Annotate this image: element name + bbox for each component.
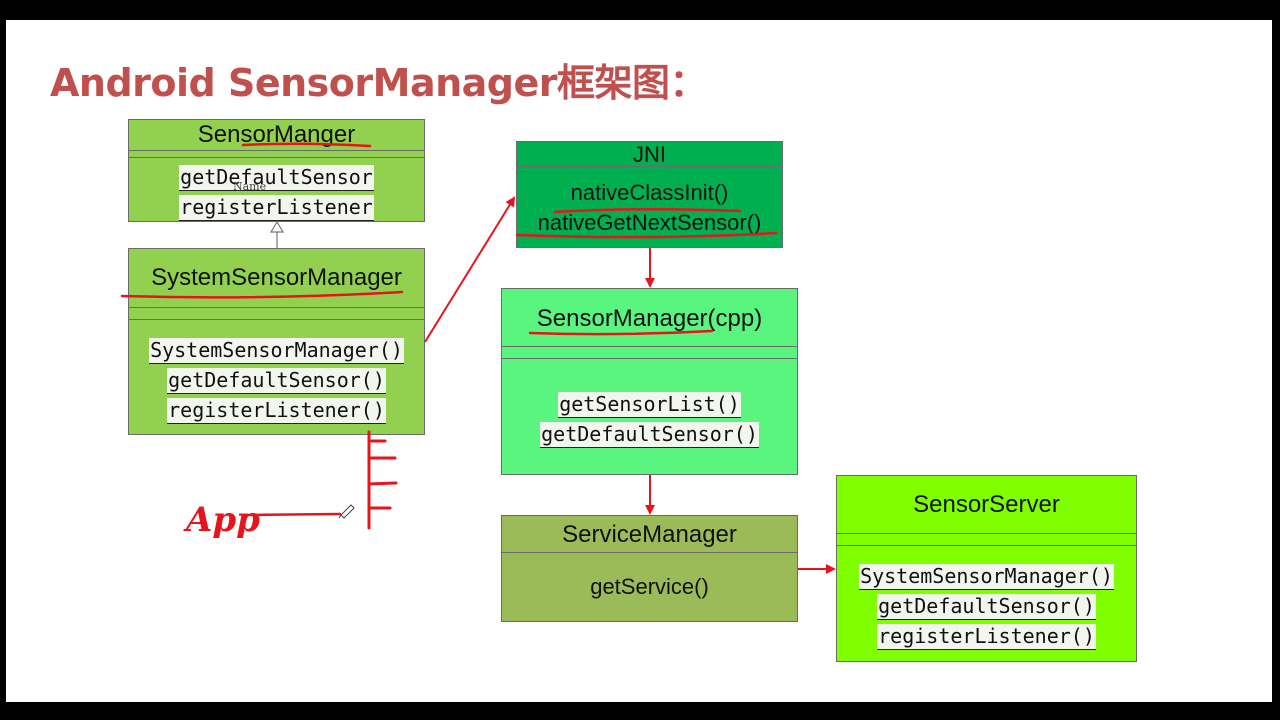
class-name: ServiceManager bbox=[562, 521, 737, 548]
method-register-listener: registerListener() bbox=[877, 624, 1096, 650]
handwritten-connector bbox=[245, 512, 342, 517]
method-get-default-sensor: getDefaultSensor() bbox=[540, 422, 759, 448]
method-get-default-sensor: getDefaultSensor() bbox=[877, 594, 1096, 620]
method-native-class-init: nativeClassInit() bbox=[570, 180, 729, 205]
class-name: SystemSensorManager bbox=[151, 264, 402, 291]
class-box-jni: JNI nativeClassInit() nativeGetNextSenso… bbox=[516, 141, 783, 248]
pen-cursor-icon bbox=[338, 504, 355, 519]
method-system-sensor-manager: SystemSensorManager() bbox=[149, 338, 404, 364]
method-get-sensor-list: getSensorList() bbox=[558, 392, 741, 418]
inheritance-arrow bbox=[269, 220, 285, 248]
handwritten-underlines bbox=[120, 142, 778, 336]
page-title: Android SensorManager框架图： bbox=[50, 61, 708, 105]
method-register-listener: registerListener() bbox=[167, 398, 386, 424]
class-box-sensormanager-cpp: SensorManager(cpp) getSensorList() getDe… bbox=[501, 288, 798, 475]
method-get-service: getService() bbox=[590, 574, 709, 599]
class-name: SensorManager(cpp) bbox=[536, 305, 763, 332]
handwritten-bracket bbox=[367, 430, 398, 530]
handwritten-app-label: App bbox=[183, 500, 260, 540]
class-box-sensormanger: SensorManger getDefaultSensor registerLi… bbox=[128, 119, 425, 222]
arrow-system-to-jni bbox=[424, 196, 516, 343]
method-native-get-next-sensor: nativeGetNextSensor() bbox=[537, 210, 762, 235]
method-system-sensor-manager: SystemSensorManager() bbox=[859, 564, 1114, 590]
class-box-servicemanager: ServiceManager getService() bbox=[501, 515, 798, 622]
class-name: SensorServer bbox=[913, 491, 1060, 518]
method-register-listener: registerListener bbox=[179, 195, 374, 221]
name-overlay-label: Name bbox=[233, 180, 267, 193]
class-name: JNI bbox=[633, 142, 666, 167]
method-get-default-sensor: getDefaultSensor bbox=[179, 165, 374, 191]
class-box-sensorserver: SensorServer SystemSensorManager() getDe… bbox=[836, 475, 1137, 662]
method-get-default-sensor: getDefaultSensor() bbox=[167, 368, 386, 394]
class-box-systemsensormanager: SystemSensorManager SystemSensorManager(… bbox=[128, 248, 425, 435]
